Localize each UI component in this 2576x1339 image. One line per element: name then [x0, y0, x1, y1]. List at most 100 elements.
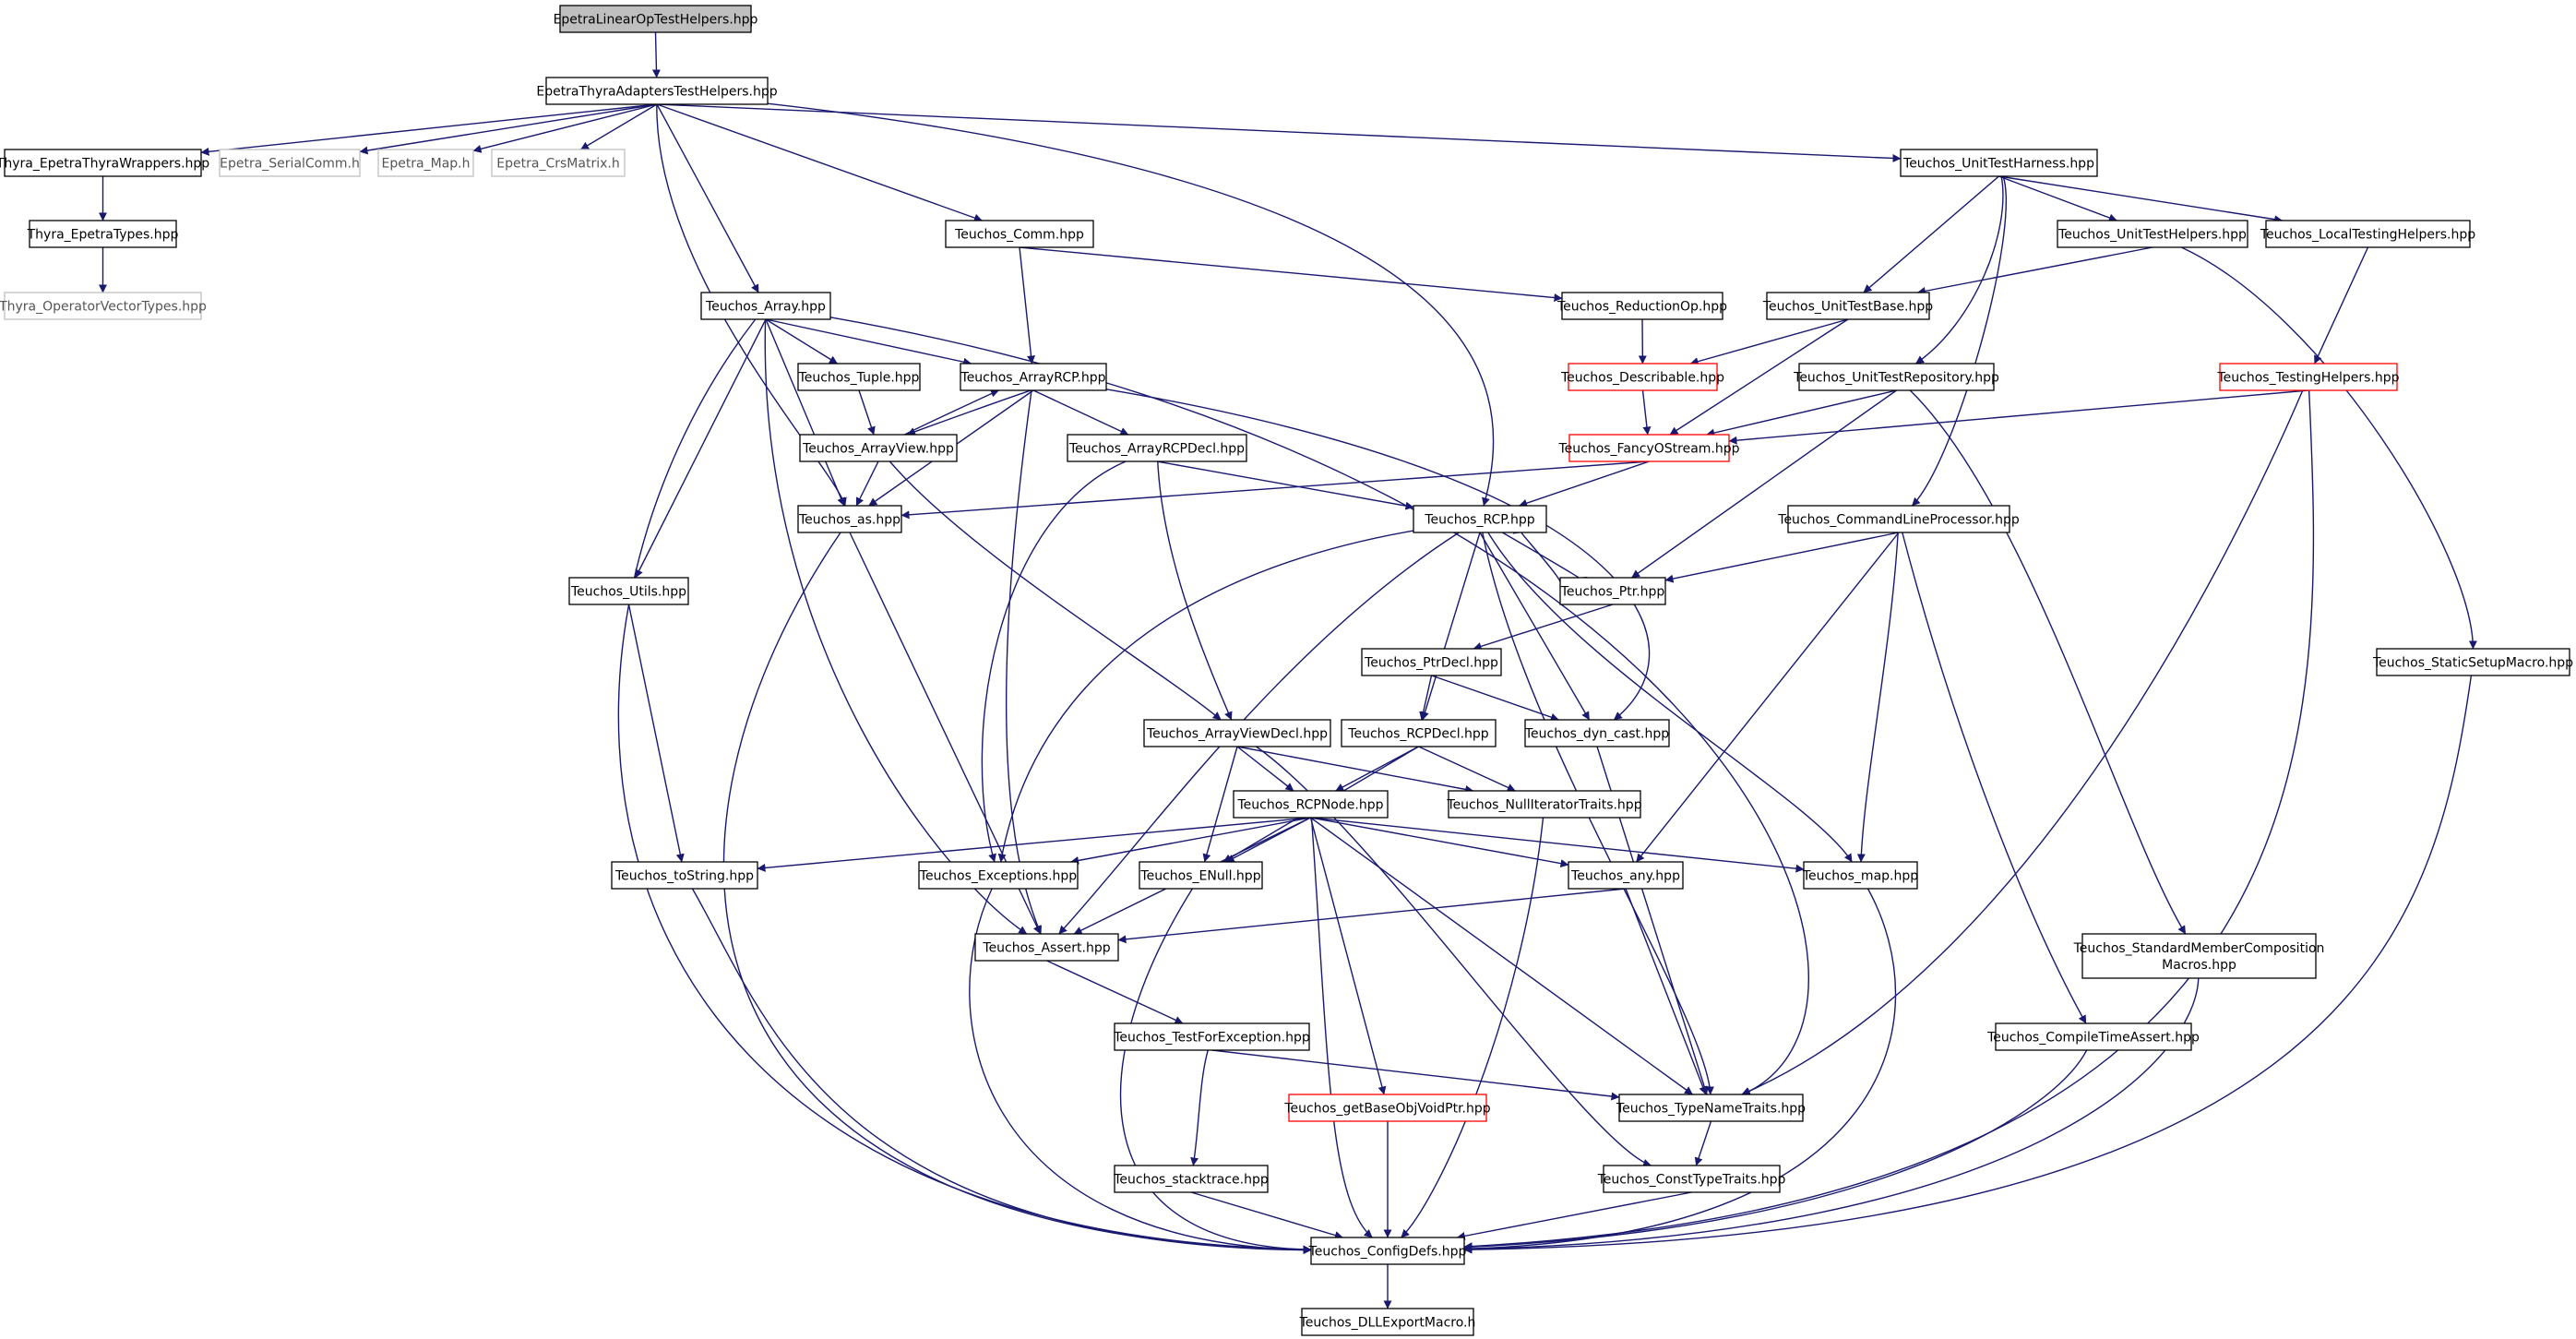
edge-n12-to-n15 — [765, 318, 838, 365]
node-n21[interactable]: Teuchos_ArrayRCPDecl.hpp — [1067, 434, 1247, 462]
edge-n24-to-n32 — [1479, 532, 1591, 721]
node-label: Teuchos_CompileTimeAssert.hpp — [1986, 1031, 2200, 1046]
node-n6[interactable]: Teuchos_UnitTestHarness.hpp — [1900, 149, 2098, 177]
node-n45[interactable]: Teuchos_TypeNameTraits.hpp — [1616, 1094, 1806, 1122]
node-n1[interactable]: EpetraThyraAdaptersTestHelpers.hpp — [536, 77, 778, 105]
node-n40[interactable]: Teuchos_Assert.hpp — [974, 933, 1119, 962]
node-n36[interactable]: Teuchos_Exceptions.hpp — [918, 861, 1079, 890]
edge-n33-to-n48 — [1310, 817, 1373, 1238]
node-n31[interactable]: Teuchos_RCPDecl.hpp — [1341, 719, 1497, 747]
node-n43[interactable]: Teuchos_CompileTimeAssert.hpp — [1986, 1022, 2200, 1051]
node-box — [545, 77, 769, 105]
edge-n15-to-n20 — [858, 389, 876, 436]
node-box — [1301, 1308, 1474, 1336]
node-box — [1995, 1022, 2192, 1051]
edge-n24-to-n36 — [997, 530, 1414, 863]
node-box — [1233, 790, 1389, 819]
edge-n12-to-n16 — [765, 318, 972, 366]
node-n35[interactable]: Teuchos_toString.hpp — [611, 861, 758, 890]
node-n8[interactable]: Thyra_OperatorVectorTypes.hpp — [0, 292, 207, 320]
node-box — [29, 220, 177, 248]
edge-n33-to-n35 — [757, 817, 1311, 872]
node-n0[interactable]: EpetraLinearOpTestHelpers.hpp — [554, 5, 758, 33]
edge-n6-to-n18 — [1915, 175, 2004, 365]
edge-n1-to-n4 — [472, 103, 658, 153]
node-n26[interactable]: Teuchos_Utils.hpp — [568, 577, 689, 605]
node-n14[interactable]: Teuchos_UnitTestBase.hpp — [1762, 292, 1933, 320]
node-box — [1288, 1094, 1487, 1122]
node-n42[interactable]: Teuchos_TestForException.hpp — [1113, 1022, 1310, 1051]
edge-n26-to-n35 — [627, 604, 685, 863]
edge-n1-to-n23 — [656, 103, 847, 507]
node-n4[interactable]: Epetra_Map.h — [377, 149, 474, 177]
node-n39[interactable]: Teuchos_map.hpp — [1802, 861, 1918, 890]
edge-n1-to-n2 — [200, 103, 658, 156]
node-label: Thyra_OperatorVectorTypes.hpp — [0, 300, 207, 315]
node-box — [918, 861, 1079, 890]
node-n27[interactable]: Teuchos_Ptr.hpp — [1559, 577, 1666, 605]
edge-n28-to-n31 — [1419, 675, 1433, 721]
node-n32[interactable]: Teuchos_dyn_cast.hpp — [1524, 719, 1670, 747]
node-label: Teuchos_TestingHelpers.hpp — [2217, 371, 2400, 386]
node-label: Teuchos_RCP.hpp — [1424, 513, 1534, 528]
node-n13[interactable]: Teuchos_ReductionOp.hpp — [1556, 292, 1727, 320]
node-label: Teuchos_UnitTestHelpers.hpp — [2057, 228, 2247, 243]
node-n25[interactable]: Teuchos_CommandLineProcessor.hpp — [1777, 505, 2020, 533]
node-n12[interactable]: Teuchos_Array.hpp — [700, 292, 831, 320]
node-n30[interactable]: Teuchos_ArrayViewDecl.hpp — [1143, 719, 1331, 747]
edge-n12-to-n40 — [764, 318, 1028, 935]
node-n3[interactable]: Epetra_SerialComm.h — [219, 149, 361, 177]
edge-n28-to-n32 — [1431, 675, 1559, 722]
edge-n14-to-n22 — [1669, 318, 1849, 436]
node-box — [1341, 719, 1497, 747]
edge-n1-to-n5 — [580, 103, 658, 150]
node-n49[interactable]: Teuchos_DLLExportMacro.h — [1299, 1308, 1476, 1336]
node-n18[interactable]: Teuchos_UnitTestRepository.hpp — [1793, 363, 1999, 391]
node-n29[interactable]: Teuchos_StaticSetupMacro.hpp — [2372, 648, 2573, 676]
node-n17[interactable]: Teuchos_Describable.hpp — [1560, 363, 1724, 391]
edge-n21-to-n24 — [1156, 460, 1414, 510]
edge-n16-to-n20 — [907, 389, 1032, 436]
nodes-layer: EpetraLinearOpTestHelpers.hppEpetraThyra… — [0, 5, 2573, 1336]
node-label: Teuchos_Ptr.hpp — [1560, 585, 1665, 600]
node-n22[interactable]: Teuchos_FancyOStream.hpp — [1557, 434, 1740, 462]
node-n24[interactable]: Teuchos_RCP.hpp — [1413, 505, 1547, 533]
node-n19[interactable]: Teuchos_TestingHelpers.hpp — [2217, 363, 2400, 391]
node-n37[interactable]: Teuchos_ENull.hpp — [1139, 861, 1263, 890]
node-n23[interactable]: Teuchos_as.hpp — [797, 505, 902, 533]
edge-n21-to-n36 — [981, 460, 1127, 863]
node-label: Teuchos_toString.hpp — [614, 869, 754, 884]
edge-n17-to-n22 — [1641, 389, 1652, 436]
node-n48[interactable]: Teuchos_ConfigDefs.hpp — [1308, 1237, 1467, 1265]
node-n9[interactable]: Teuchos_Comm.hpp — [945, 220, 1094, 248]
node-n46[interactable]: Teuchos_stacktrace.hpp — [1113, 1165, 1269, 1193]
node-box — [1900, 149, 2098, 177]
node-n7[interactable]: Thyra_EpetraTypes.hpp — [27, 220, 179, 248]
node-n16[interactable]: Teuchos_ArrayRCP.hpp — [960, 363, 1107, 391]
node-n11[interactable]: Teuchos_LocalTestingHelpers.hpp — [2260, 220, 2475, 248]
node-label: Teuchos_TestForException.hpp — [1113, 1031, 1310, 1046]
node-n15[interactable]: Teuchos_Tuple.hpp — [797, 363, 921, 391]
node-n47[interactable]: Teuchos_ConstTypeTraits.hpp — [1597, 1165, 1786, 1193]
node-box — [797, 505, 902, 533]
edge-n30-to-n33 — [1236, 746, 1294, 792]
node-label: Teuchos_ConstTypeTraits.hpp — [1597, 1173, 1786, 1188]
node-n28[interactable]: Teuchos_PtrDecl.hpp — [1361, 648, 1502, 676]
node-n34[interactable]: Teuchos_NullIteratorTraits.hpp — [1446, 790, 1642, 819]
edges-layer — [99, 31, 2477, 1309]
node-n2[interactable]: Thyra_EpetraThyraWrappers.hpp — [0, 149, 209, 177]
node-n38[interactable]: Teuchos_any.hpp — [1568, 861, 1684, 890]
edge-n45-to-n47 — [1694, 1120, 1712, 1166]
node-n5[interactable]: Epetra_CrsMatrix.h — [491, 149, 626, 177]
node-label: Teuchos_Array.hpp — [705, 300, 826, 315]
node-n20[interactable]: Teuchos_ArrayView.hpp — [799, 434, 958, 462]
node-n44[interactable]: Teuchos_getBaseObjVoidPtr.hpp — [1283, 1094, 1491, 1122]
edge-n41-to-n48 — [1463, 977, 2200, 1253]
node-n33[interactable]: Teuchos_RCPNode.hpp — [1233, 790, 1389, 819]
node-box — [1361, 648, 1502, 676]
edge-n24-to-n45 — [1482, 532, 1714, 1095]
edge-n33-to-n36 — [1070, 817, 1311, 865]
node-n10[interactable]: Teuchos_UnitTestHelpers.hpp — [2057, 220, 2248, 248]
